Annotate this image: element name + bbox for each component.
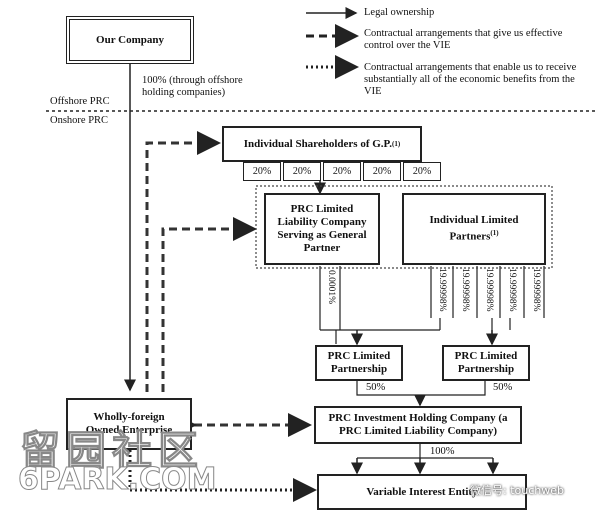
share-pct: 20% — [283, 162, 321, 181]
lp2-box: PRC Limited Partnership — [442, 345, 530, 381]
partnership-pct: 50% — [493, 382, 513, 393]
gp-pct: 0.0001% — [326, 270, 336, 305]
share-pct: 20% — [243, 162, 281, 181]
partnership-pct: 50% — [366, 382, 386, 393]
gp-box: PRC Limited Liability Company Serving as… — [264, 193, 380, 265]
wfoe-box: Wholly-foreign Owned Enterprise — [66, 398, 192, 450]
legend-contract-control: Contractual arrangements that give us ef… — [364, 28, 563, 51]
lp-pct: 19.99998% — [507, 268, 517, 312]
our-company-box: Our Company — [66, 16, 194, 64]
individual-shareholders-box: Individual Shareholders of G.P.(1) — [222, 126, 422, 162]
ownership-note: 100% (through offshore holding companies… — [142, 75, 243, 98]
watermark-wechat: 微信号: touchweb — [470, 484, 564, 497]
lp1-box: PRC Limited Partnership — [315, 345, 403, 381]
lp-pct: 19.99998% — [437, 268, 447, 312]
holding-pct: 100% — [430, 446, 455, 457]
lp-pct: 19.99998% — [484, 268, 494, 312]
share-pct: 20% — [363, 162, 401, 181]
lp-pct: 19.99998% — [531, 268, 541, 312]
share-pct: 20% — [403, 162, 441, 181]
limited-partners-box: Individual Limited Partners(1) — [402, 193, 546, 265]
watermark-site: 6PARK.COM — [17, 462, 217, 498]
vie-box: Variable Interest Entity — [317, 474, 527, 510]
investment-holding-box: PRC Investment Holding Company (a PRC Li… — [314, 406, 522, 444]
legend-legal: Legal ownership — [364, 7, 435, 18]
share-pct: 20% — [323, 162, 361, 181]
legend-contract-econ: Contractual arrangements that enable us … — [364, 62, 577, 97]
onshore-label: Onshore PRC — [50, 115, 109, 126]
offshore-label: Offshore PRC — [50, 96, 110, 107]
lp-pct: 19.99998% — [460, 268, 470, 312]
watermark-chinese: 留园社区 — [20, 428, 204, 475]
